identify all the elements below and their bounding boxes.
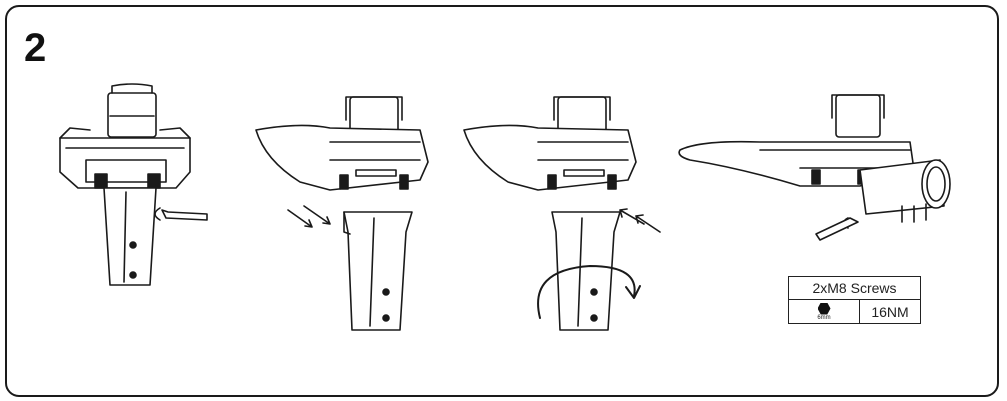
panel-2-illustration (255, 96, 429, 331)
hex-key-icon (817, 302, 831, 315)
spec-title: 2xM8 Screws (789, 277, 920, 300)
panel-1-illustration (59, 83, 208, 286)
panel-3-illustration (463, 96, 661, 331)
torque-value: 16NM (871, 303, 909, 320)
screw-spec-table: 2xM8 Screws 6mm 16NM (788, 276, 921, 324)
spec-row: 6mm 16NM (789, 300, 920, 323)
panel-4-illustration (678, 94, 951, 241)
hex-key-cell: 6mm (789, 300, 860, 323)
step-number: 2 (24, 26, 47, 70)
instruction-frame (5, 5, 999, 397)
tool-size-label: 6mm (817, 314, 831, 321)
